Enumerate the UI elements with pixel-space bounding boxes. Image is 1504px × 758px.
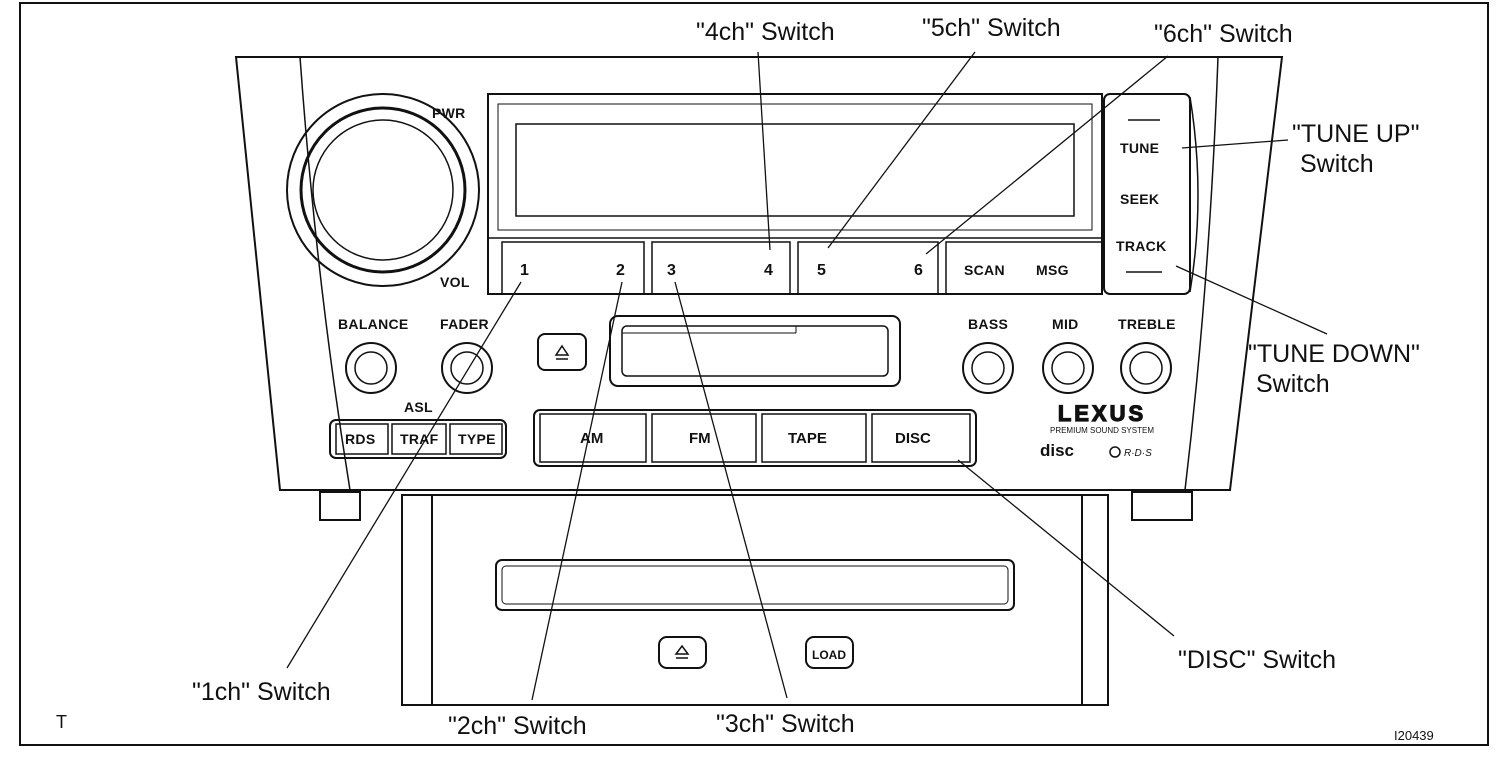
traf-label: TRAF [400, 431, 439, 447]
pwr-label: PWR [432, 105, 466, 121]
callout-tune-up-line1: "TUNE UP" [1292, 120, 1419, 148]
corner-mark: T [56, 712, 67, 732]
treble-knob[interactable] [1120, 342, 1172, 394]
asl-label: ASL [404, 399, 433, 415]
cd-changer-unit: LOAD [401, 494, 1109, 706]
fm-label: FM [689, 430, 711, 447]
cd-slot[interactable] [495, 559, 1015, 611]
callout-3ch-switch: "3ch" Switch [716, 710, 855, 738]
preset-3-label: 3 [667, 262, 676, 279]
eject-icon [554, 344, 570, 356]
bass-label: BASS [968, 316, 1008, 332]
callout-tune-down-line2: Switch [1256, 370, 1330, 398]
mid-label: MID [1052, 316, 1079, 332]
traf-button[interactable] [391, 423, 447, 455]
scan-msg-button[interactable] [945, 241, 1103, 295]
rds-logo-icon [1109, 446, 1121, 458]
disc-logo: disc [1040, 441, 1074, 460]
eject-icon [674, 644, 690, 655]
preset-3-4-button[interactable] [651, 241, 791, 295]
balance-knob[interactable] [345, 342, 397, 394]
callout-2ch-switch: "2ch" Switch [448, 712, 587, 740]
am-label: AM [580, 430, 603, 447]
callout-1ch-switch: "1ch" Switch [192, 678, 331, 706]
source-button-bar: AM FM TAPE DISC [533, 409, 977, 467]
preset-2-label: 2 [616, 262, 625, 279]
display-window [487, 93, 1103, 295]
preset-bar: 1 2 3 4 5 6 SCAN MSG [501, 241, 1103, 295]
type-button[interactable] [449, 423, 503, 455]
callout-5ch-switch: "5ch" Switch [922, 14, 1061, 42]
brand-logo: LEXUS PREMIUM SOUND SYSTEM disc R·D·S [1040, 400, 1154, 460]
treble-label: TREBLE [1118, 316, 1176, 332]
tape-label: TAPE [788, 430, 827, 447]
callout-4ch-switch: "4ch" Switch [696, 18, 835, 46]
fm-button[interactable] [651, 413, 757, 463]
figure-frame [19, 2, 1489, 746]
msg-label: MSG [1036, 262, 1069, 278]
preset-5-label: 5 [817, 262, 826, 279]
head-unit: PWR VOL 1 2 3 4 5 6 SCAN MSG [234, 56, 1284, 521]
fader-knob[interactable] [441, 342, 493, 394]
disc-button[interactable] [871, 413, 971, 463]
tune-seek-track-rocker[interactable]: TUNE SEEK TRACK [1103, 93, 1199, 295]
tape-slot[interactable] [609, 315, 901, 387]
seek-label: SEEK [1120, 191, 1159, 207]
callout-disc-switch: "DISC" Switch [1178, 646, 1336, 674]
load-label: LOAD [812, 648, 846, 662]
tape-button[interactable] [761, 413, 867, 463]
load-button[interactable]: LOAD [805, 636, 854, 669]
preset-4-label: 4 [764, 262, 773, 279]
brand-subtitle: PREMIUM SOUND SYSTEM [1050, 426, 1154, 435]
preset-1-2-button[interactable] [501, 241, 645, 295]
tune-label: TUNE [1120, 140, 1159, 156]
tape-eject-button[interactable] [537, 333, 587, 371]
track-label: TRACK [1116, 238, 1167, 254]
brand-wordmark: LEXUS [1058, 401, 1146, 426]
preset-1-label: 1 [520, 262, 529, 279]
preset-5-6-button[interactable] [797, 241, 939, 295]
rds-label: RDS [345, 431, 375, 447]
bass-knob[interactable] [962, 342, 1014, 394]
callout-6ch-switch: "6ch" Switch [1154, 20, 1293, 48]
type-label: TYPE [458, 431, 496, 447]
scan-label: SCAN [964, 262, 1005, 278]
leader-lines [286, 51, 1328, 701]
vol-label: VOL [440, 274, 470, 290]
rds-button[interactable] [335, 423, 389, 455]
disc-label: DISC [895, 430, 931, 447]
fader-label: FADER [440, 316, 489, 332]
preset-6-label: 6 [914, 262, 923, 279]
rds-logo: R·D·S [1124, 448, 1152, 459]
balance-label: BALANCE [338, 316, 409, 332]
asl-button-group: RDS TRAF TYPE [329, 419, 507, 459]
volume-knob[interactable] [286, 93, 480, 287]
callout-tune-up-line2: Switch [1300, 150, 1374, 178]
callout-tune-down-line1: "TUNE DOWN" [1248, 340, 1420, 368]
mid-knob[interactable] [1042, 342, 1094, 394]
cd-eject-button[interactable] [658, 636, 707, 669]
figure-id: I20439 [1394, 728, 1434, 743]
